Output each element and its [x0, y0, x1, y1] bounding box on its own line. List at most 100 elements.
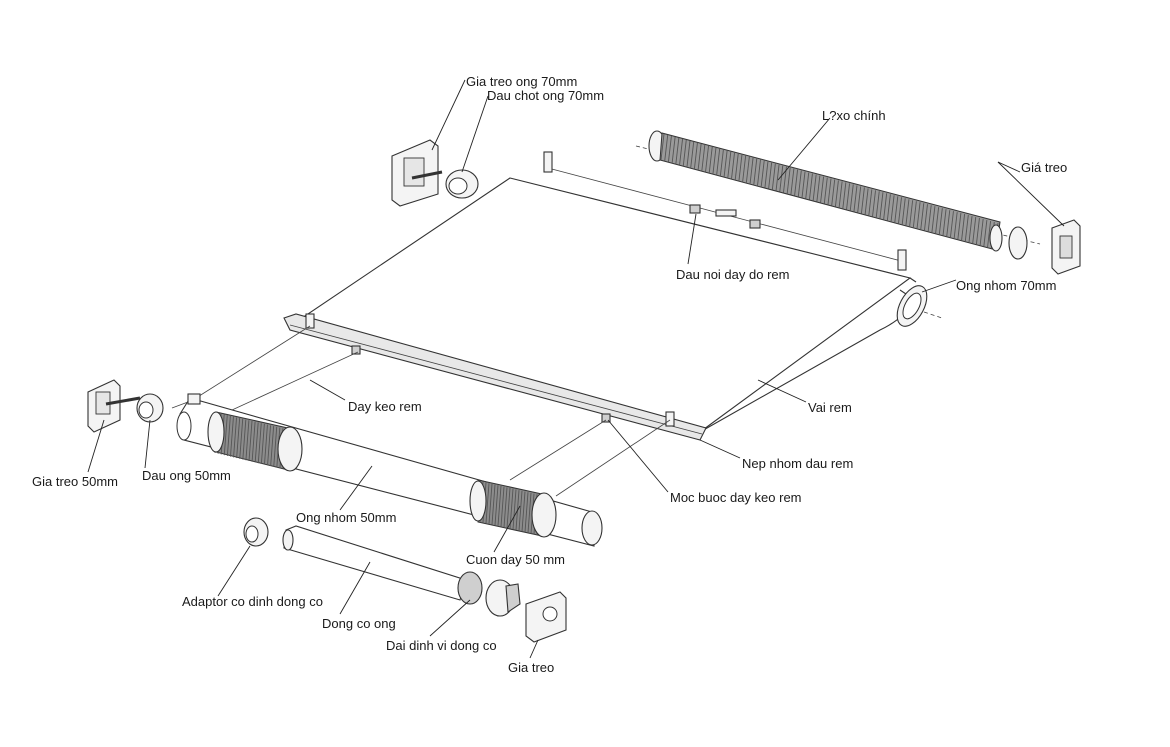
coil-stroke [886, 194, 891, 221]
coil-stroke [842, 182, 847, 209]
coil-stroke [223, 415, 228, 456]
coil-stroke [506, 487, 511, 529]
coil-stroke [909, 200, 914, 227]
label-ong-nhom-50mm: Ong nhom 50mm [296, 510, 396, 525]
coil-stroke [838, 181, 843, 208]
coil-stroke [270, 426, 275, 467]
coil-stroke [686, 140, 691, 167]
coil-stroke [975, 218, 980, 245]
label-moc-buoc-day-keo-rem: Moc buoc day keo rem [670, 490, 802, 505]
coil-stroke [961, 214, 966, 241]
coil-stroke [251, 421, 256, 462]
coil-stroke [248, 420, 253, 462]
coil-stroke [512, 489, 517, 530]
coil-stroke [267, 425, 271, 466]
coil-stroke [938, 208, 943, 235]
label-day-keo-rem: Day keo rem [348, 399, 422, 414]
aluminium-tube-70mm [699, 277, 943, 433]
coil-stroke [712, 147, 717, 174]
curtain-fabric [294, 177, 912, 433]
coil-stroke [273, 426, 278, 467]
coil-stroke [660, 133, 665, 161]
coil-stroke [260, 423, 265, 464]
coil-stroke [485, 483, 490, 524]
coil-stroke [524, 492, 529, 533]
coil-stroke [705, 145, 709, 172]
labels: Gia treo ong 70mm Dau chot ong 70mm L?xo… [32, 74, 1067, 675]
coil-stroke [905, 199, 910, 226]
top-cord [543, 151, 907, 271]
coil-stroke [521, 491, 526, 532]
cord-hook-left [171, 393, 201, 409]
coil-stroke [901, 198, 906, 225]
coil-stroke [823, 177, 828, 204]
label-ong-nhom-70mm: Ong nhom 70mm [956, 278, 1056, 293]
coil-stroke [872, 190, 876, 217]
coil-stroke [853, 185, 858, 212]
coil-stroke [727, 151, 732, 178]
cord-connector-1 [689, 204, 701, 214]
coil-stroke [831, 179, 836, 206]
label-nep-nhom-dau-rem: Nep nhom dau rem [742, 456, 853, 471]
coil-stroke [667, 135, 672, 163]
end-cap-70mm [445, 169, 479, 199]
coil-stroke [950, 211, 954, 238]
motor-bracket [525, 591, 567, 643]
coil-stroke [697, 143, 702, 170]
coil-stroke [916, 202, 921, 229]
coil-stroke [864, 188, 869, 215]
motor-locating-ring [457, 571, 521, 617]
motor-adaptor [243, 517, 269, 547]
coil-stroke [786, 167, 791, 194]
coil-stroke [753, 158, 758, 185]
coil-stroke [749, 157, 754, 184]
label-cuon-day-50mm: Cuon day 50 mm [466, 552, 565, 567]
coil-stroke [868, 189, 873, 216]
coil-stroke [805, 172, 810, 199]
cord-drum-right [469, 479, 557, 538]
coil-stroke [898, 197, 902, 224]
coil-stroke [242, 419, 247, 460]
end-cap-50mm [136, 393, 164, 423]
coil-stroke [801, 171, 806, 198]
main-spring [635, 130, 1041, 260]
coil-stroke [920, 203, 925, 230]
coil-stroke [775, 164, 780, 191]
coil-stroke [964, 215, 969, 242]
top-cord-bracket-left [543, 151, 553, 173]
coil-stroke [797, 170, 802, 197]
coil-stroke [820, 176, 825, 203]
coil-stroke [230, 416, 234, 457]
coil-stroke [264, 424, 268, 465]
coil-stroke [857, 186, 862, 213]
label-adaptor: Adaptor co dinh dong co [182, 594, 323, 609]
coil-stroke [723, 150, 728, 177]
coil-stroke [226, 415, 231, 456]
coil-stroke [503, 487, 508, 528]
coil-stroke [953, 212, 958, 239]
coil-stroke [816, 175, 821, 202]
coil-stroke [957, 213, 962, 240]
coil-stroke [757, 159, 761, 186]
coil-stroke [664, 134, 669, 162]
cord-drum-left [207, 411, 303, 472]
coil-stroke [935, 207, 940, 234]
coil-stroke [708, 146, 713, 173]
coil-stroke [808, 173, 813, 200]
coil-stroke [257, 423, 262, 464]
tubular-motor [282, 525, 467, 601]
bracket-50mm [87, 379, 141, 433]
coil-stroke [827, 178, 832, 205]
coil-stroke [497, 485, 502, 526]
coil-stroke [894, 196, 899, 223]
coil-stroke [675, 137, 680, 165]
coil-stroke [768, 162, 773, 189]
cord-connector-2 [749, 219, 761, 229]
coil-stroke [491, 484, 496, 525]
coil-stroke [764, 161, 769, 188]
label-lo-xo-chinh: L?xo chính [822, 108, 886, 123]
coil-stroke [812, 174, 817, 201]
coil-stroke [987, 220, 992, 248]
coil-stroke [790, 168, 795, 195]
